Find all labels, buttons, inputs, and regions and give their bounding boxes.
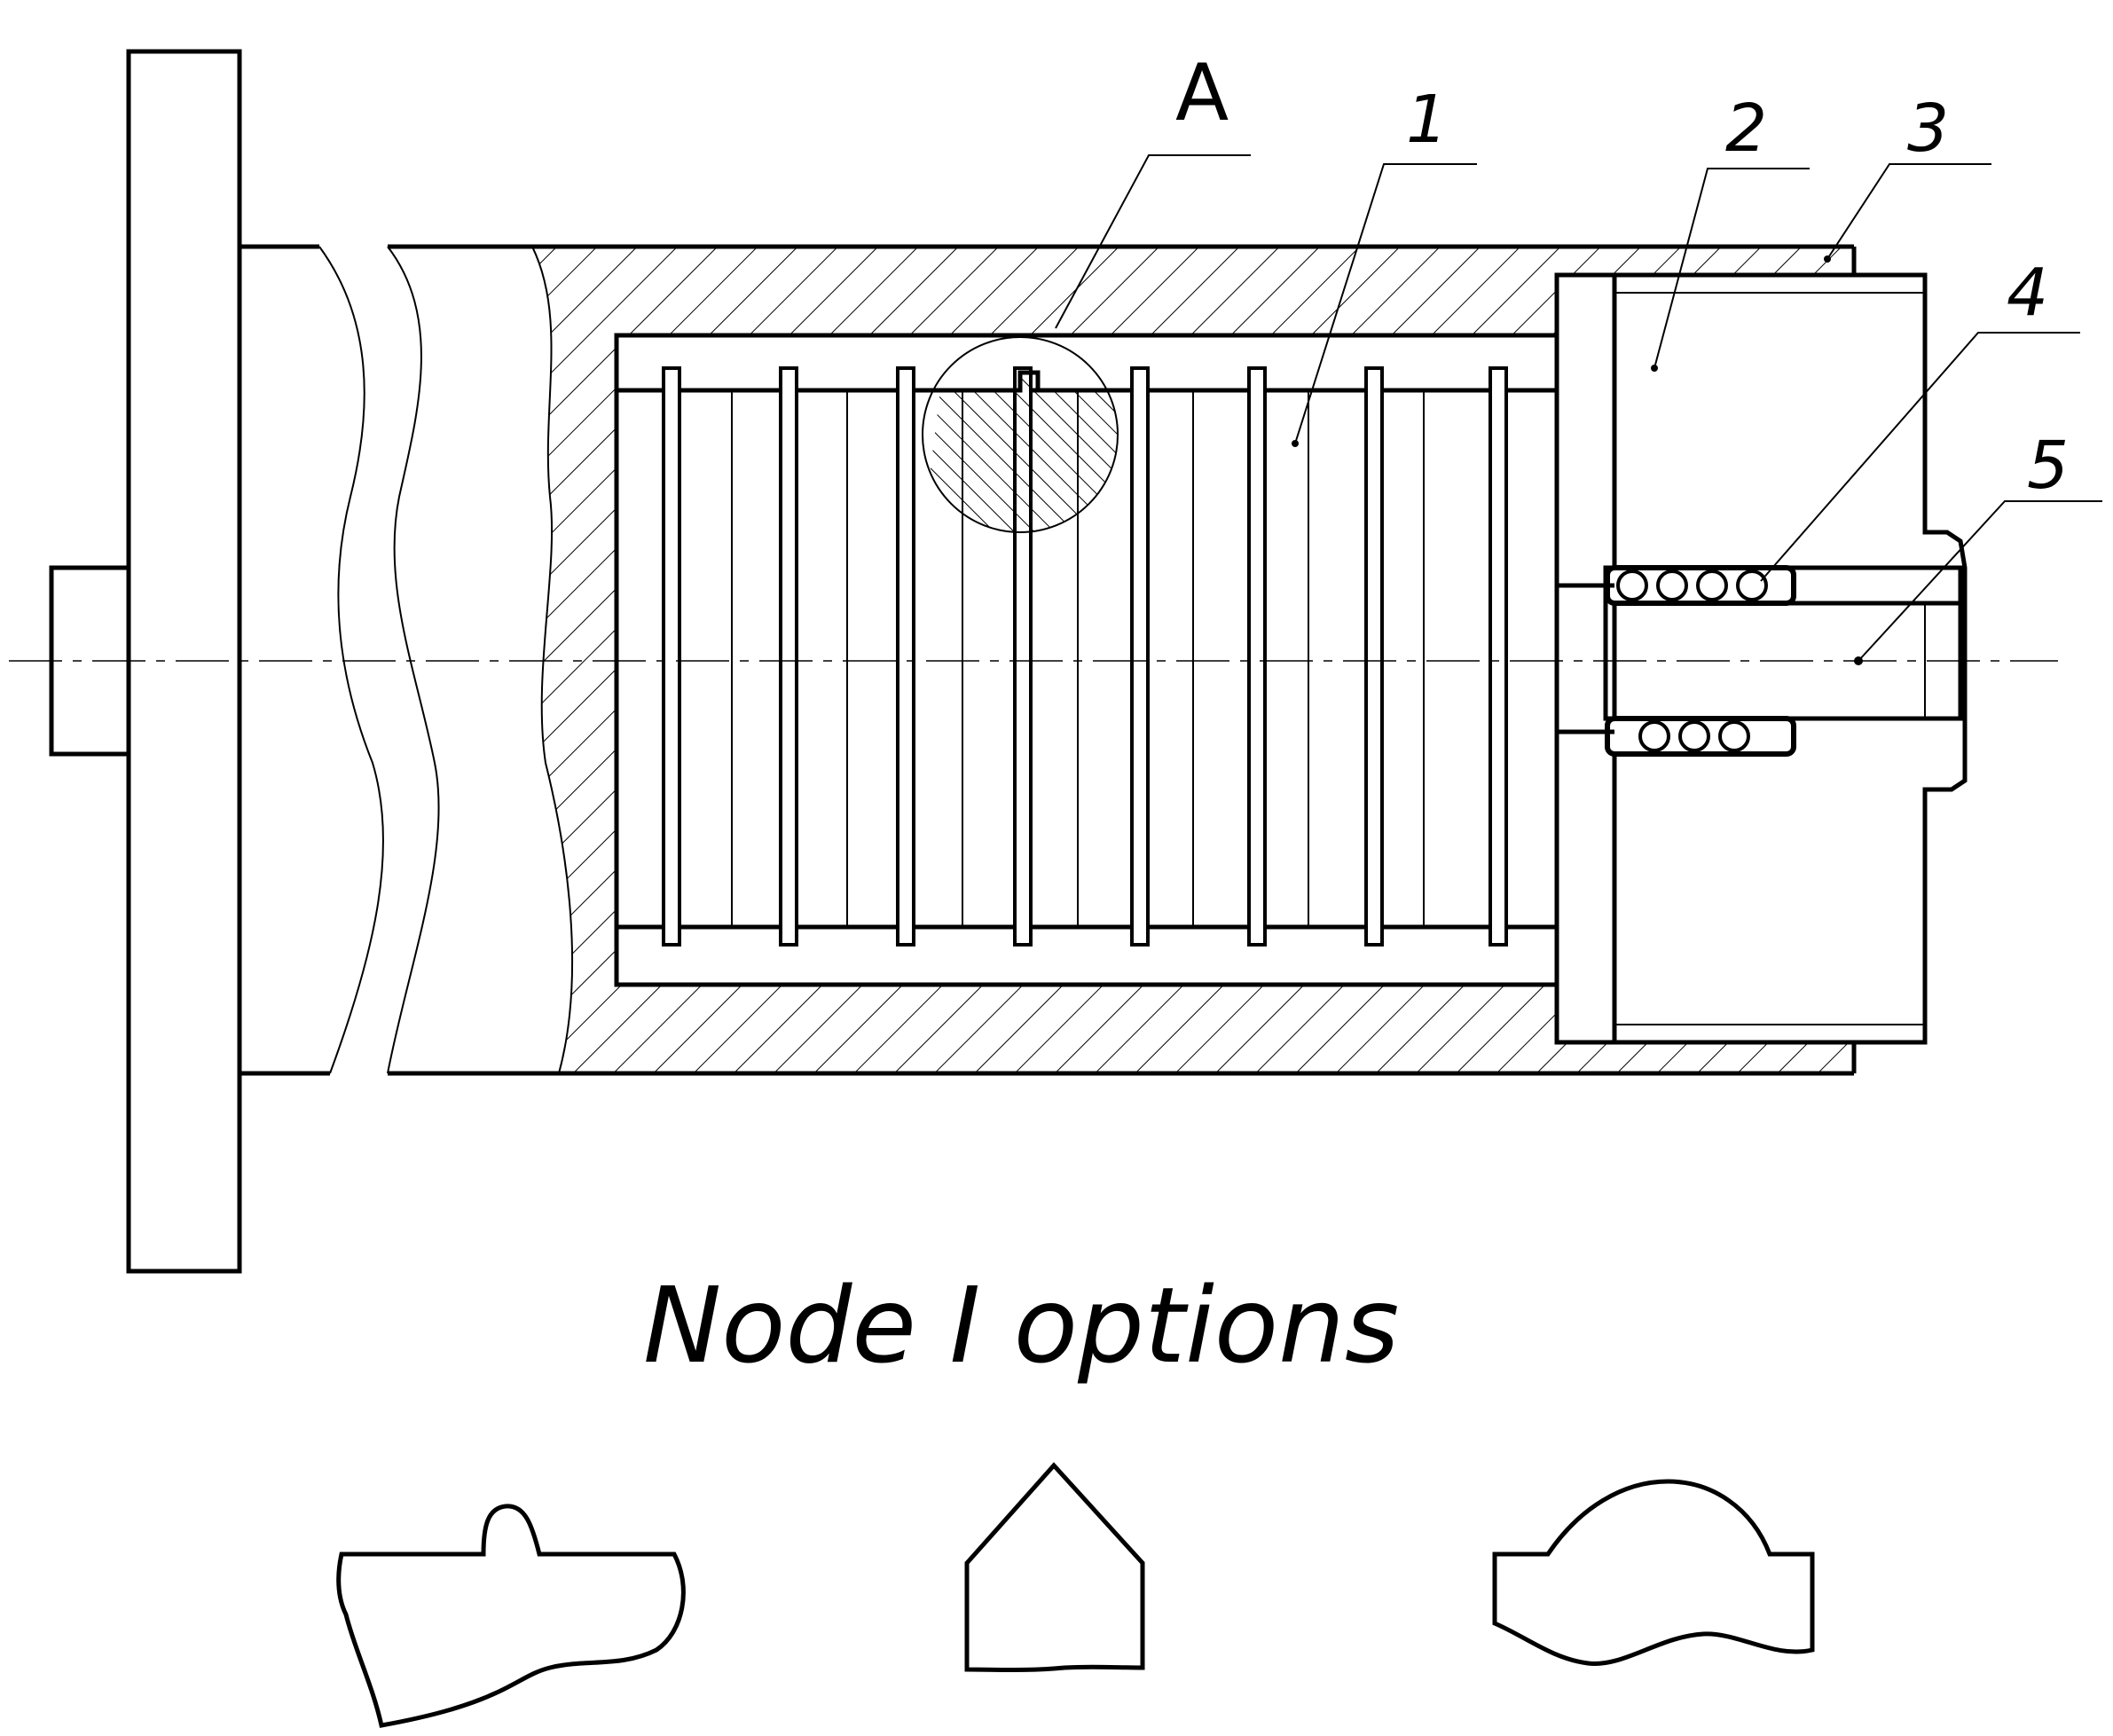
detail-a-circle	[922, 336, 1119, 533]
part-5-label: 5	[2027, 428, 2069, 504]
bearing-ball	[1656, 570, 1688, 601]
rotor-bar	[1364, 366, 1384, 947]
bearing-ball	[1736, 570, 1768, 601]
bearing-ball	[1616, 570, 1648, 601]
part-4-label: 4	[2007, 255, 2048, 331]
rotor-bar	[1489, 366, 1508, 947]
rotor-bar	[1247, 366, 1267, 947]
option-profile-pointed-key	[964, 1462, 1145, 1672]
bearing-ball	[1638, 720, 1670, 752]
part-3-label: 3	[1907, 90, 1949, 167]
part-2-label: 2	[1725, 90, 1767, 167]
bearing-ball	[1718, 720, 1750, 752]
option-profile-rounded-key	[336, 1504, 686, 1728]
bearing-cap	[1557, 272, 1968, 1045]
shaft-outline	[240, 244, 1857, 1076]
caption: Node I options	[643, 1264, 1399, 1386]
detail-a-label: A	[1175, 47, 1229, 138]
bearing-ball	[1678, 720, 1710, 752]
rotor-bar	[779, 366, 798, 947]
rotor-bar	[1130, 366, 1150, 947]
option-profile-arc-key	[1492, 1479, 1815, 1666]
leader-lines	[1055, 154, 2102, 665]
part-1-label: 1	[1406, 82, 1448, 158]
rotor-bar	[662, 366, 681, 947]
housing-wall	[531, 246, 1854, 1074]
rotor-bar	[896, 366, 915, 947]
bearing-ball	[1696, 570, 1728, 601]
